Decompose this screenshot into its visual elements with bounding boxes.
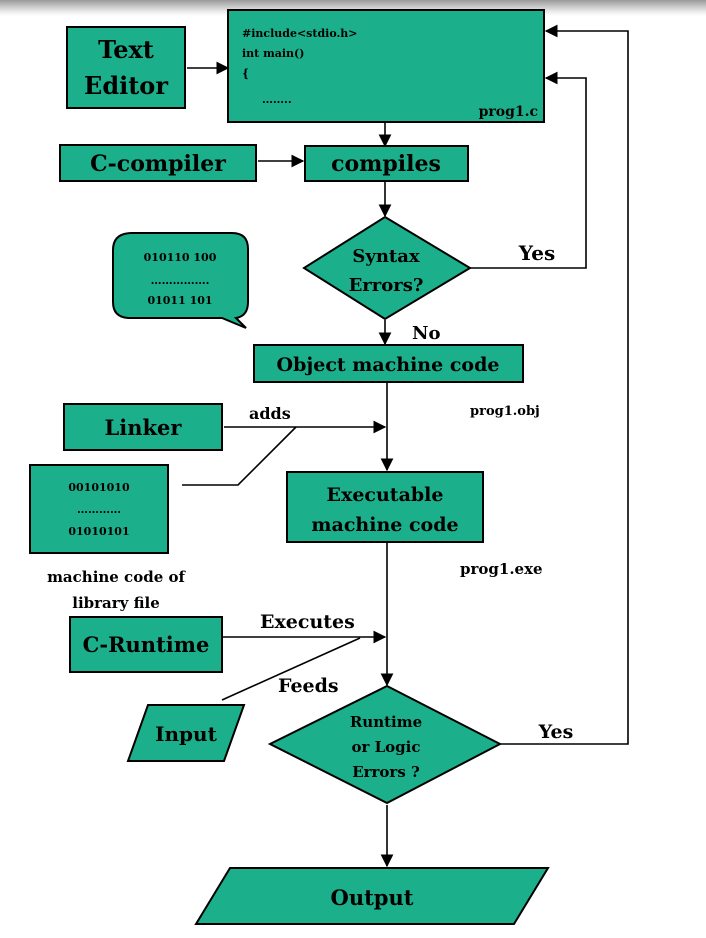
c-compiler-label: C-compiler — [90, 151, 226, 177]
library-code-node: 00101010 ………… 01010101 — [29, 464, 169, 554]
adds-label: adds — [249, 404, 291, 423]
edge-library-to-linker — [182, 426, 297, 486]
connectors — [182, 24, 629, 868]
runtime-errors-decision: Runtime or Logic Errors ? — [267, 684, 503, 805]
output-label: Output — [331, 885, 414, 910]
edge-runtime-yes-loop — [500, 24, 629, 745]
compiles-label: compiles — [331, 151, 441, 177]
feeds-label: Feeds — [278, 675, 339, 697]
binary-line-2: ……………. — [151, 274, 210, 287]
object-code-label: Object machine code — [277, 354, 500, 376]
runtime-errors-label-3: Errors ? — [352, 763, 420, 781]
syntax-errors-decision: Syntax Errors? — [302, 215, 472, 321]
syntax-errors-label-1: Syntax — [352, 246, 420, 267]
executable-label-1: Executable — [327, 484, 444, 506]
edge-syntax-yes-loop — [470, 71, 587, 269]
syntax-yes-label: Yes — [518, 241, 556, 265]
c-runtime-label: C-Runtime — [83, 632, 210, 657]
text-editor-label-1: Text — [98, 35, 154, 64]
input-node: Input — [126, 704, 246, 762]
exe-file-label: prog1.exe — [460, 560, 543, 578]
runtime-yes-label: Yes — [538, 721, 574, 743]
source-line-2: int main() — [242, 47, 304, 60]
binary-line-3: 01011 101 — [147, 294, 212, 307]
syntax-no-label: No — [412, 323, 440, 344]
object-code-node: Object machine code — [253, 344, 524, 383]
c-runtime-node: C-Runtime — [69, 616, 223, 673]
runtime-errors-label-2: or Logic — [351, 738, 420, 756]
obj-file-label: prog1.obj — [470, 404, 540, 419]
compiles-node: compiles — [304, 145, 469, 182]
library-caption-2: library file — [72, 594, 160, 612]
library-line-2: ………… — [77, 503, 121, 516]
binary-line-1: 010110 100 — [144, 251, 217, 264]
input-label: Input — [155, 722, 217, 746]
text-editor-node: Text Editor — [66, 26, 186, 109]
library-line-3: 01010101 — [68, 525, 129, 538]
syntax-errors-label-2: Errors? — [349, 275, 424, 296]
runtime-errors-label-1: Runtime — [350, 713, 422, 731]
library-caption-1: machine code of — [47, 568, 186, 586]
executable-label-2: machine code — [311, 514, 458, 536]
source-file-name: prog1.c — [479, 104, 538, 120]
edge-input-feeds — [221, 637, 361, 701]
text-editor-label-2: Editor — [84, 71, 168, 100]
source-code-node: #include<stdio.h> int main() { …….. prog… — [227, 9, 545, 123]
library-line-1: 00101010 — [68, 481, 130, 494]
source-line-3: { — [242, 67, 249, 80]
executes-label: Executes — [260, 611, 355, 633]
source-line-4: …….. — [262, 93, 292, 106]
output-node: Output — [194, 867, 550, 925]
source-line-1: #include<stdio.h> — [242, 27, 358, 40]
linker-node: Linker — [63, 403, 223, 451]
executable-code-node: Executable machine code — [286, 471, 484, 543]
binary-callout-bubble: 010110 100 ……………. 01011 101 — [112, 232, 249, 329]
c-compiler-node: C-compiler — [59, 144, 257, 182]
linker-label: Linker — [105, 415, 183, 440]
